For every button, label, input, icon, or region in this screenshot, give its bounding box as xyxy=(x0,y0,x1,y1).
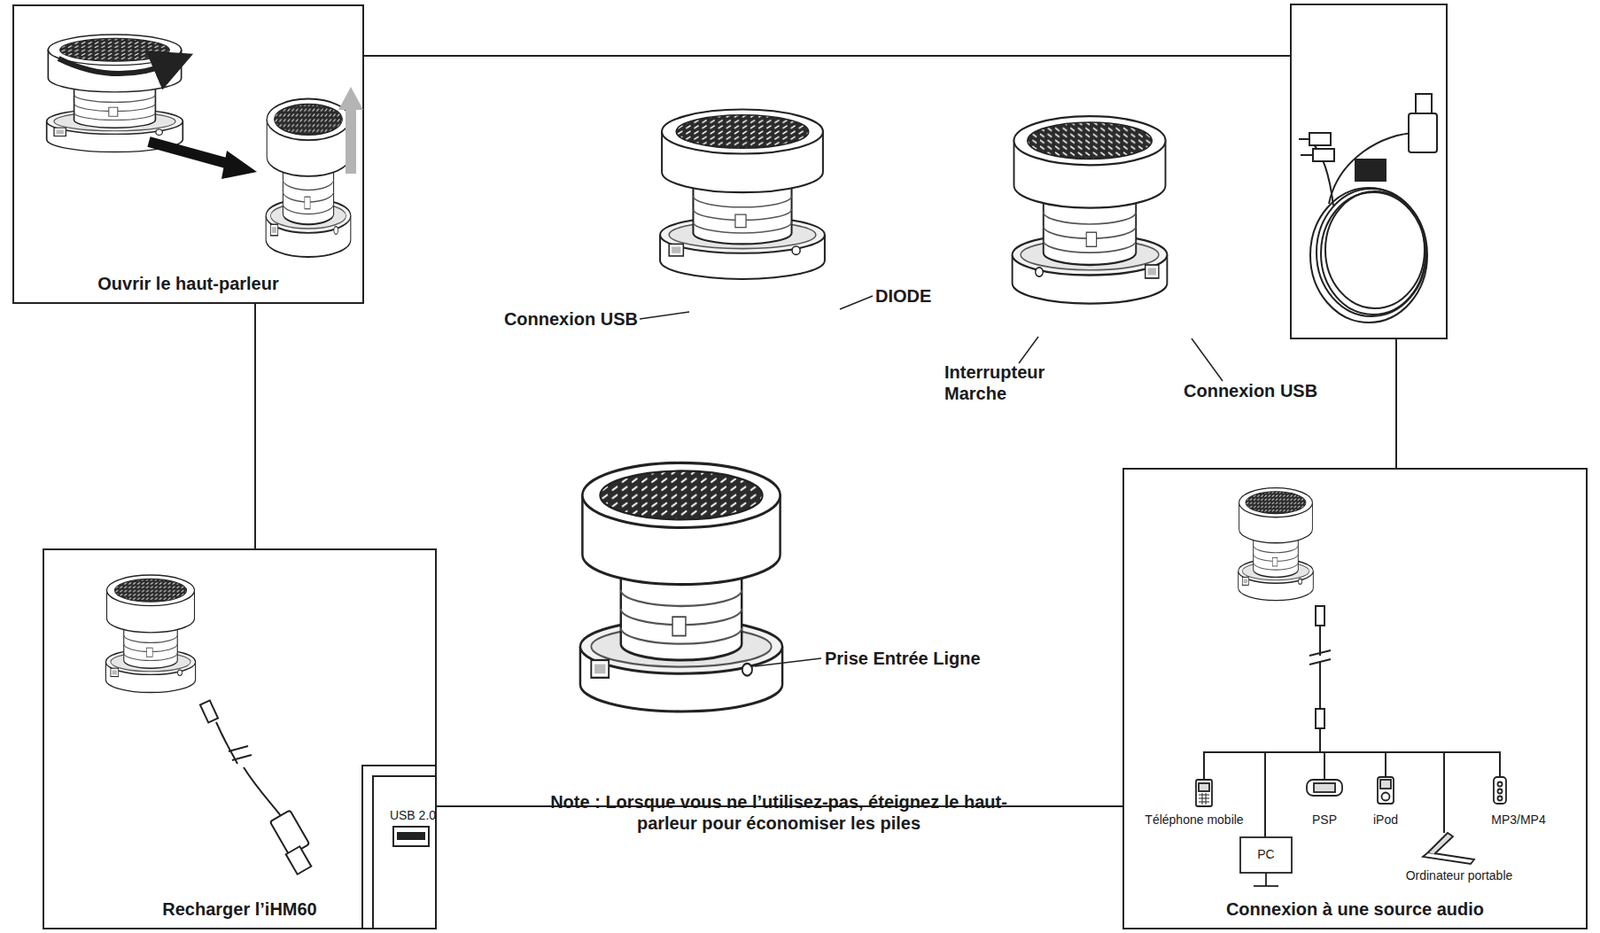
port-label: USB 2.0 xyxy=(386,807,440,824)
frame-line xyxy=(364,54,1291,57)
device-label: Téléphone mobile xyxy=(1141,812,1248,828)
panel-title: Connexion à une source audio xyxy=(1124,898,1586,920)
part-label: DIODE xyxy=(875,285,964,307)
part-label: Connexion USB xyxy=(1183,380,1335,402)
speaker-illustration xyxy=(660,109,825,280)
panel-box: Ouvrir le haut-parleur xyxy=(12,4,365,304)
speaker-illustration xyxy=(580,462,783,712)
usb-cable xyxy=(1298,93,1437,323)
part-label: Connexion USB xyxy=(496,308,638,330)
panel-title: Recharger l’iHM60 xyxy=(44,898,435,920)
panel-connector xyxy=(254,303,257,549)
device-label: iPod xyxy=(1367,812,1404,828)
note-text: Note : Lorsque vous ne l’utilisez-pas, é… xyxy=(526,791,1032,834)
panel-title: Ouvrir le haut-parleur xyxy=(14,272,363,295)
speaker-illustration xyxy=(1012,116,1168,304)
device-label: PC xyxy=(1248,846,1284,863)
frame-line xyxy=(1395,338,1398,468)
cable-panel xyxy=(1290,4,1447,339)
panel-box: Recharger l’iHM60 xyxy=(42,548,437,930)
part-label: Prise Entrée Ligne xyxy=(824,647,1020,669)
device-label: PSP xyxy=(1306,812,1343,828)
device-label: Ordinateur portable xyxy=(1392,868,1526,884)
part-label: Interrupteur Marche xyxy=(944,361,1069,404)
panel-box: Connexion à une source audio xyxy=(1122,467,1588,930)
device-label: MP3/MP4 xyxy=(1483,812,1554,828)
